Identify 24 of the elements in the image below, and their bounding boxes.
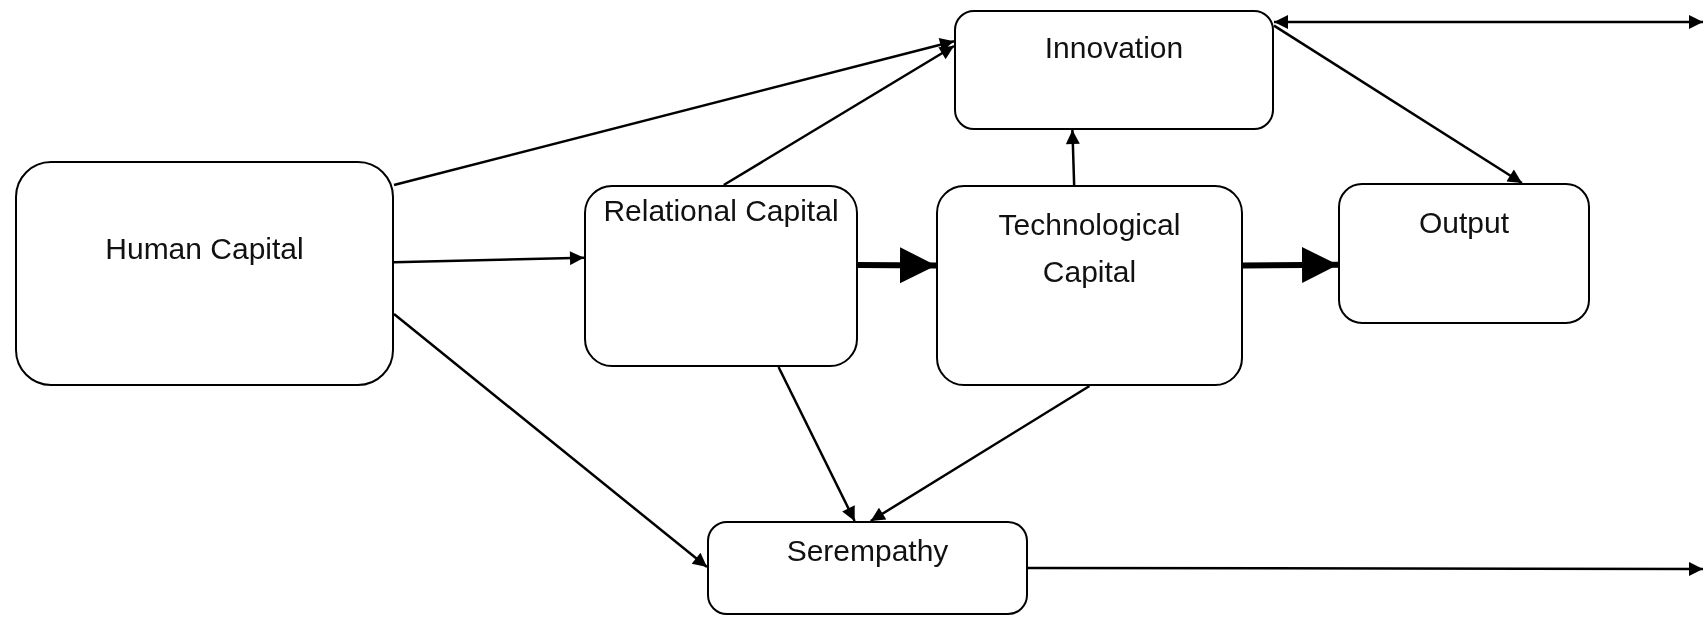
process-box xyxy=(1338,183,1590,324)
process-box xyxy=(954,10,1274,130)
arrow xyxy=(393,251,585,266)
node-label: Relational Capital xyxy=(602,193,840,229)
arrow xyxy=(777,366,856,522)
arrow xyxy=(393,313,708,569)
node-label: Output xyxy=(1417,205,1511,241)
process-box xyxy=(936,185,1243,386)
arrow xyxy=(1242,247,1339,283)
arrow xyxy=(870,384,1091,523)
arrow xyxy=(858,247,936,284)
process-box xyxy=(707,521,1028,615)
node-label: Human Capital xyxy=(104,231,305,267)
arrow xyxy=(393,37,955,187)
node-label: Serempathy xyxy=(785,533,950,569)
process-box xyxy=(584,185,858,367)
node-label: Innovation xyxy=(1043,30,1185,66)
arrow xyxy=(723,44,955,187)
arrow xyxy=(1274,15,1703,29)
arrow xyxy=(1028,562,1703,576)
process-box xyxy=(15,161,394,386)
arrow xyxy=(1065,129,1080,186)
node-label: Technological Capital xyxy=(997,207,1182,290)
arrow xyxy=(1273,24,1523,185)
